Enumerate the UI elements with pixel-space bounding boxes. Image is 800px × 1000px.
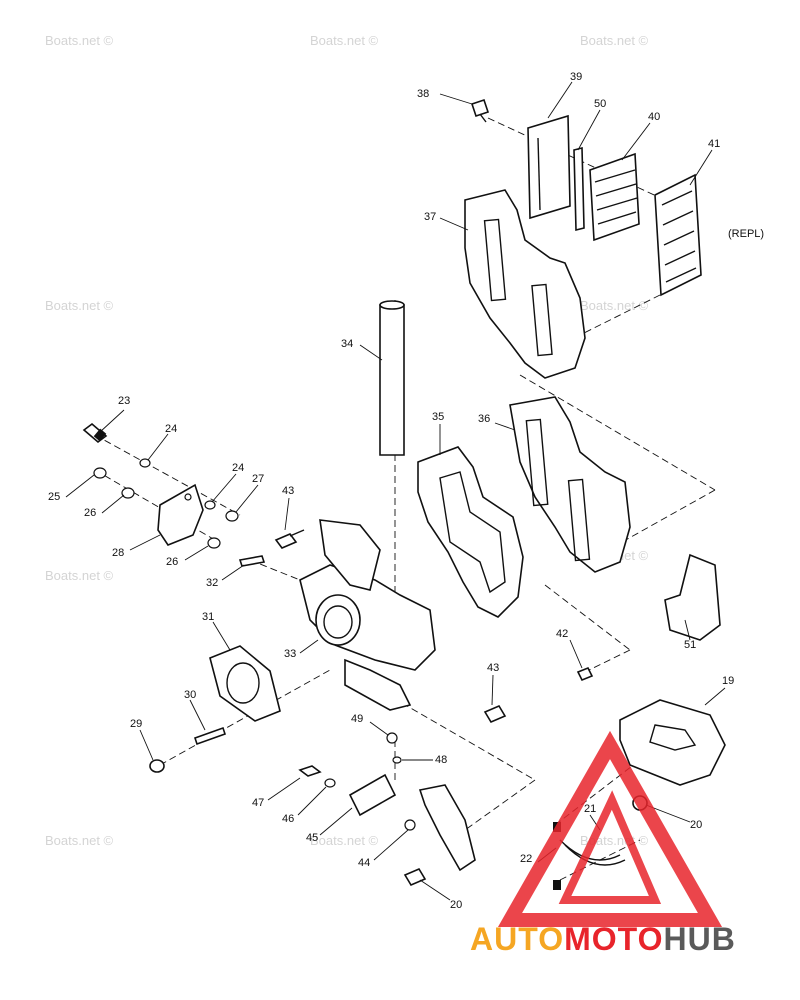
part-28-plate — [157, 483, 204, 546]
watermark: Boats.net © — [45, 833, 114, 848]
part-40-reed-petals — [589, 152, 640, 242]
callout-36: 36 — [478, 413, 490, 425]
watermark: Boats.net © — [45, 298, 114, 313]
callout-20: 20 — [690, 819, 702, 831]
callout-41: 41 — [708, 138, 720, 150]
watermark: Boats.net © — [580, 33, 649, 48]
callout-42: 42 — [556, 628, 568, 640]
part-36-gasket — [509, 396, 631, 573]
callout-24: 24 — [165, 423, 177, 435]
part-39-reed-stop — [527, 114, 571, 220]
callout-26: 26 — [84, 507, 96, 519]
callout-27: 27 — [252, 473, 264, 485]
part-34-tube — [379, 300, 405, 456]
part-32-stud — [238, 555, 266, 567]
callout-25: 25 — [48, 491, 60, 503]
part-43-screws — [274, 529, 507, 724]
callout-48: 48 — [435, 754, 447, 766]
callout-32: 32 — [206, 577, 218, 589]
repl-note: (REPL) — [728, 228, 764, 240]
brand-auto: AUTO — [470, 921, 564, 957]
part-41-reed-block — [654, 173, 702, 297]
leader-lines — [65, 81, 726, 901]
callout-45: 45 — [306, 832, 318, 844]
part-23-fitting — [82, 422, 108, 444]
callout-24: 24 — [232, 462, 244, 474]
watermark: Boats.net © — [45, 568, 114, 583]
part-51-bracket — [664, 553, 721, 641]
callout-43: 43 — [282, 485, 294, 497]
part-42-screw — [576, 666, 594, 682]
part-35-gasket — [417, 446, 524, 618]
callout-46: 46 — [282, 813, 294, 825]
callout-44: 44 — [358, 857, 370, 869]
watermark: Boats.net © — [310, 833, 379, 848]
callout-34: 34 — [341, 338, 353, 350]
callout-20: 20 — [450, 899, 462, 911]
part-33-carburetor-body — [299, 519, 436, 711]
callout-49: 49 — [351, 713, 363, 725]
callout-23: 23 — [118, 395, 130, 407]
small-hardware — [93, 458, 239, 549]
part-37-gasket — [464, 189, 586, 379]
callout-31: 31 — [202, 611, 214, 623]
callout-35: 35 — [432, 411, 444, 423]
callout-labels: 38 39 50 40 41 37 34 35 36 23 24 24 27 2… — [48, 71, 734, 911]
callout-30: 30 — [184, 689, 196, 701]
callout-40: 40 — [648, 111, 660, 123]
callout-43: 43 — [487, 662, 499, 674]
part-30-stud — [193, 726, 227, 746]
callout-50: 50 — [594, 98, 606, 110]
watermark: Boats.net © — [580, 298, 649, 313]
callout-22: 22 — [520, 853, 532, 865]
watermark: Boats.net © — [310, 33, 379, 48]
part-29-nut — [149, 759, 165, 773]
callout-39: 39 — [570, 71, 582, 83]
linkage-parts — [298, 732, 476, 872]
callout-37: 37 — [424, 211, 436, 223]
brand-triangle-inner-icon — [558, 790, 662, 904]
brand-triangle-icon — [497, 730, 723, 927]
brand-text: AUTOMOTOHUB — [470, 921, 736, 957]
callout-28: 28 — [112, 547, 124, 559]
brand-logo: AUTOMOTOHUB — [470, 730, 736, 957]
brand-moto: MOTO — [564, 921, 663, 957]
part-50-strip — [573, 146, 585, 232]
callout-29: 29 — [130, 718, 142, 730]
watermark: Boats.net © — [45, 33, 114, 48]
part-19-manifold — [619, 699, 726, 786]
callout-26: 26 — [166, 556, 178, 568]
part-38-screw — [470, 98, 490, 123]
callout-51: 51 — [684, 639, 696, 651]
callout-19: 19 — [722, 675, 734, 687]
brand-hub: HUB — [663, 921, 735, 957]
callout-21: 21 — [584, 803, 596, 815]
callout-47: 47 — [252, 797, 264, 809]
part-31-gasket — [209, 645, 281, 722]
part-21-clamp — [559, 839, 626, 866]
callout-38: 38 — [417, 88, 429, 100]
callout-33: 33 — [284, 648, 296, 660]
